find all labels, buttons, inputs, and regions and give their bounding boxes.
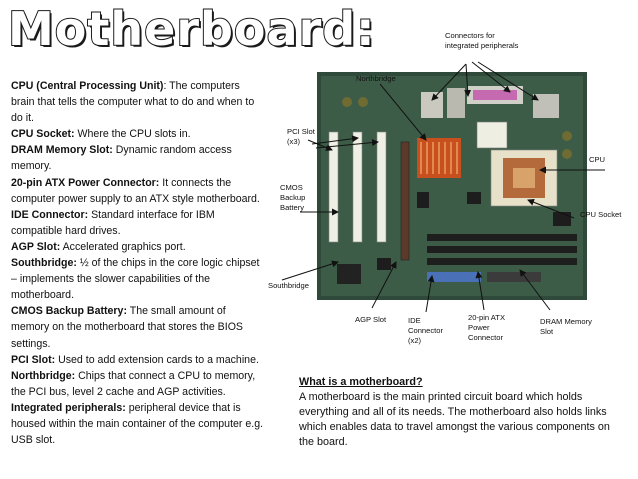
definition-text: ½ of the chips in the core logic chipset… xyxy=(11,257,260,302)
definition-text: The small amount of memory on the mother… xyxy=(11,305,243,350)
definition-item: CPU (Central Processing Unit): The compu… xyxy=(11,78,264,126)
callout-cmos: CMOS Backup Battery xyxy=(280,183,306,212)
definition-term: AGP Slot: xyxy=(11,240,61,253)
callout-dram: DRAM Memory Slot xyxy=(540,317,592,336)
definition-text: It connects the computer power supply to… xyxy=(11,176,260,205)
definition-item: AGP Slot: Accelerated graphics port. xyxy=(11,239,264,255)
definition-term: IDE Connector: xyxy=(11,208,89,221)
definition-text: Standard interface for IBM compatible ha… xyxy=(11,208,215,237)
definition-item: CPU Socket: Where the CPU slots in. xyxy=(11,126,264,142)
definition-term: CPU (Central Processing Unit) xyxy=(11,80,164,92)
definition-term: CPU Socket: xyxy=(11,128,75,141)
definition-term: PCI Slot: xyxy=(11,353,56,366)
question-body: A motherboard is the main printed circui… xyxy=(299,391,610,448)
definition-term: Southbridge: xyxy=(11,257,77,270)
definition-term: Northbridge: xyxy=(11,369,76,382)
callout-cpu: CPU xyxy=(589,155,606,164)
definition-term: CMOS Backup Battery: xyxy=(11,305,127,318)
question-heading: What is a motherboard? xyxy=(299,376,423,388)
callout-cpu-socket: CPU Socket xyxy=(580,210,622,219)
definitions-list: CPU (Central Processing Unit): The compu… xyxy=(11,78,264,448)
definition-item: PCI Slot: Used to add extension cards to… xyxy=(11,352,264,368)
definition-text: Used to add extension cards to a machine… xyxy=(58,353,259,366)
definition-item: DRAM Memory Slot: Dynamic random access … xyxy=(11,142,264,174)
definition-separator: : xyxy=(163,80,170,92)
definition-text: Dynamic random access memory. xyxy=(11,144,232,173)
definition-term: DRAM Memory Slot: xyxy=(11,144,113,157)
callout-agp-slot: AGP Slot xyxy=(355,315,387,324)
definition-text: The computers brain that tells the compu… xyxy=(11,80,255,125)
definition-text: Chips that connect a CPU to memory, the … xyxy=(11,369,256,398)
callout-northbridge: Northbridge xyxy=(356,74,396,83)
definition-term: 20-pin ATX Power Connector: xyxy=(11,176,160,189)
page-title: Motherboard: xyxy=(7,1,376,57)
definition-item: 20-pin ATX Power Connector: It connects … xyxy=(11,175,264,207)
motherboard-image xyxy=(317,72,587,300)
callout-pci-slot: PCI Slot (x3) xyxy=(287,127,315,146)
definition-term: Integrated peripherals: xyxy=(11,401,126,414)
callout-connectors: Connectors for integrated peripherals xyxy=(445,31,519,50)
definition-item: Northbridge: Chips that connect a CPU to… xyxy=(11,368,264,400)
definition-item: IDE Connector: Standard interface for IB… xyxy=(11,207,264,239)
definition-text: Where the CPU slots in. xyxy=(77,128,191,141)
definition-text: Accelerated graphics port. xyxy=(62,240,186,253)
callout-ide: IDE Connector (x2) xyxy=(408,316,444,345)
definition-panel: What is a motherboard? A motherboard is … xyxy=(299,375,619,450)
definition-text: peripheral device that is housed within … xyxy=(11,401,264,447)
callout-atx: 20-pin ATX Power Connector xyxy=(468,313,506,342)
callout-southbridge: Southbridge xyxy=(268,281,309,290)
definition-item: Integrated peripherals: peripheral devic… xyxy=(11,400,264,448)
definition-item: Southbridge: ½ of the chips in the core … xyxy=(11,255,264,303)
definition-item: CMOS Backup Battery: The small amount of… xyxy=(11,303,264,351)
